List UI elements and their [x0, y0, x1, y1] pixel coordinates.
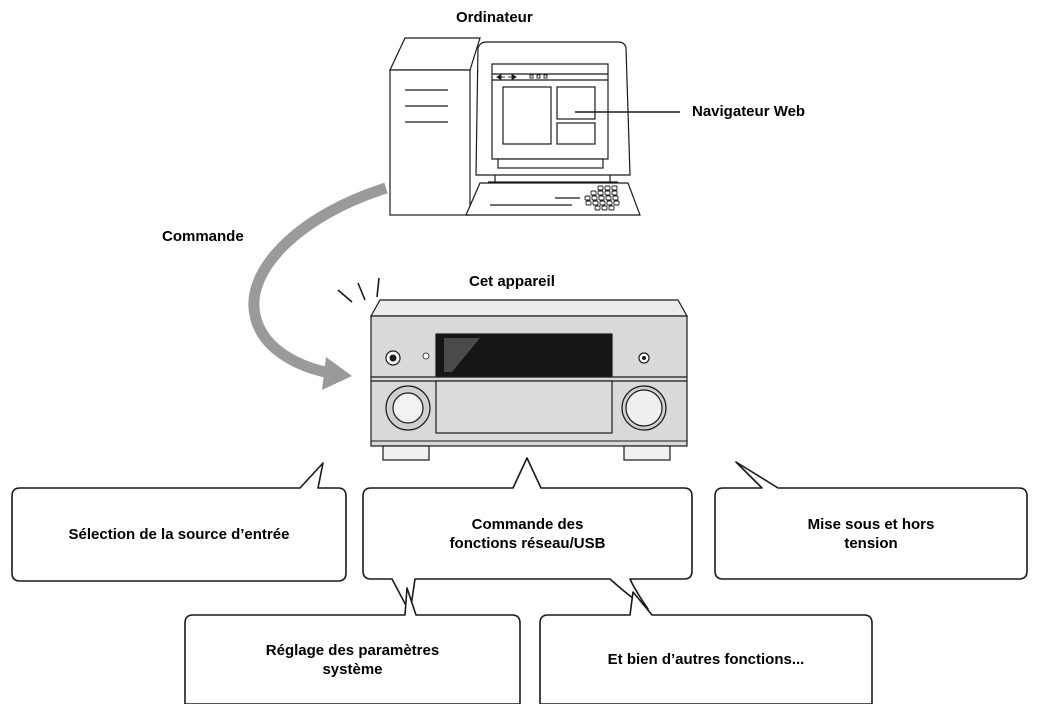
bubble-power-outline — [714, 461, 1028, 580]
av-receiver — [369, 299, 689, 461]
browser-label: Navigateur Web — [692, 103, 806, 120]
bubble-power-line-2: tension — [844, 534, 898, 552]
bubble-power: Mise sous et hors tension — [715, 488, 1027, 579]
computer-label: Ordinateur — [456, 9, 533, 26]
bubble-system-settings-line-2: système — [322, 660, 383, 678]
computer-tower — [389, 37, 481, 216]
computer-illustration — [389, 37, 680, 216]
bubble-system-settings-line-1: Réglage des paramètres — [265, 641, 440, 659]
bubble-other-functions-outline — [539, 591, 873, 704]
bubble-network-usb-outline — [362, 457, 693, 614]
command-arrow — [248, 182, 388, 390]
browser-toolbar — [496, 73, 548, 81]
bubble-system-settings-outline — [184, 587, 521, 704]
bubble-other-functions-line-1: Et bien d’autres fonctions... — [607, 651, 805, 668]
command-label: Commande — [162, 228, 244, 245]
bubble-network-usb-line-2: fonctions réseau/USB — [449, 534, 606, 552]
bubble-input-select-line-1: Sélection de la source d’entrée — [68, 526, 290, 543]
device-label: Cet appareil — [469, 273, 555, 290]
bubble-network-usb-line-1: Commande des — [471, 515, 584, 533]
bubble-system-settings: Réglage des paramètres système — [185, 615, 520, 704]
bubbles — [11, 457, 1028, 704]
computer-keyboard — [465, 182, 641, 216]
bubble-network-usb: Commande des fonctions réseau/USB — [363, 488, 692, 579]
bubble-power-line-1: Mise sous et hors — [807, 515, 935, 533]
bubble-input-select: Sélection de la source d’entrée — [12, 488, 346, 581]
bubble-input-select-outline — [11, 462, 347, 582]
signal-ticks — [337, 277, 380, 303]
computer-monitor — [475, 41, 631, 183]
bubble-other-functions: Et bien d’autres fonctions... — [540, 615, 872, 704]
